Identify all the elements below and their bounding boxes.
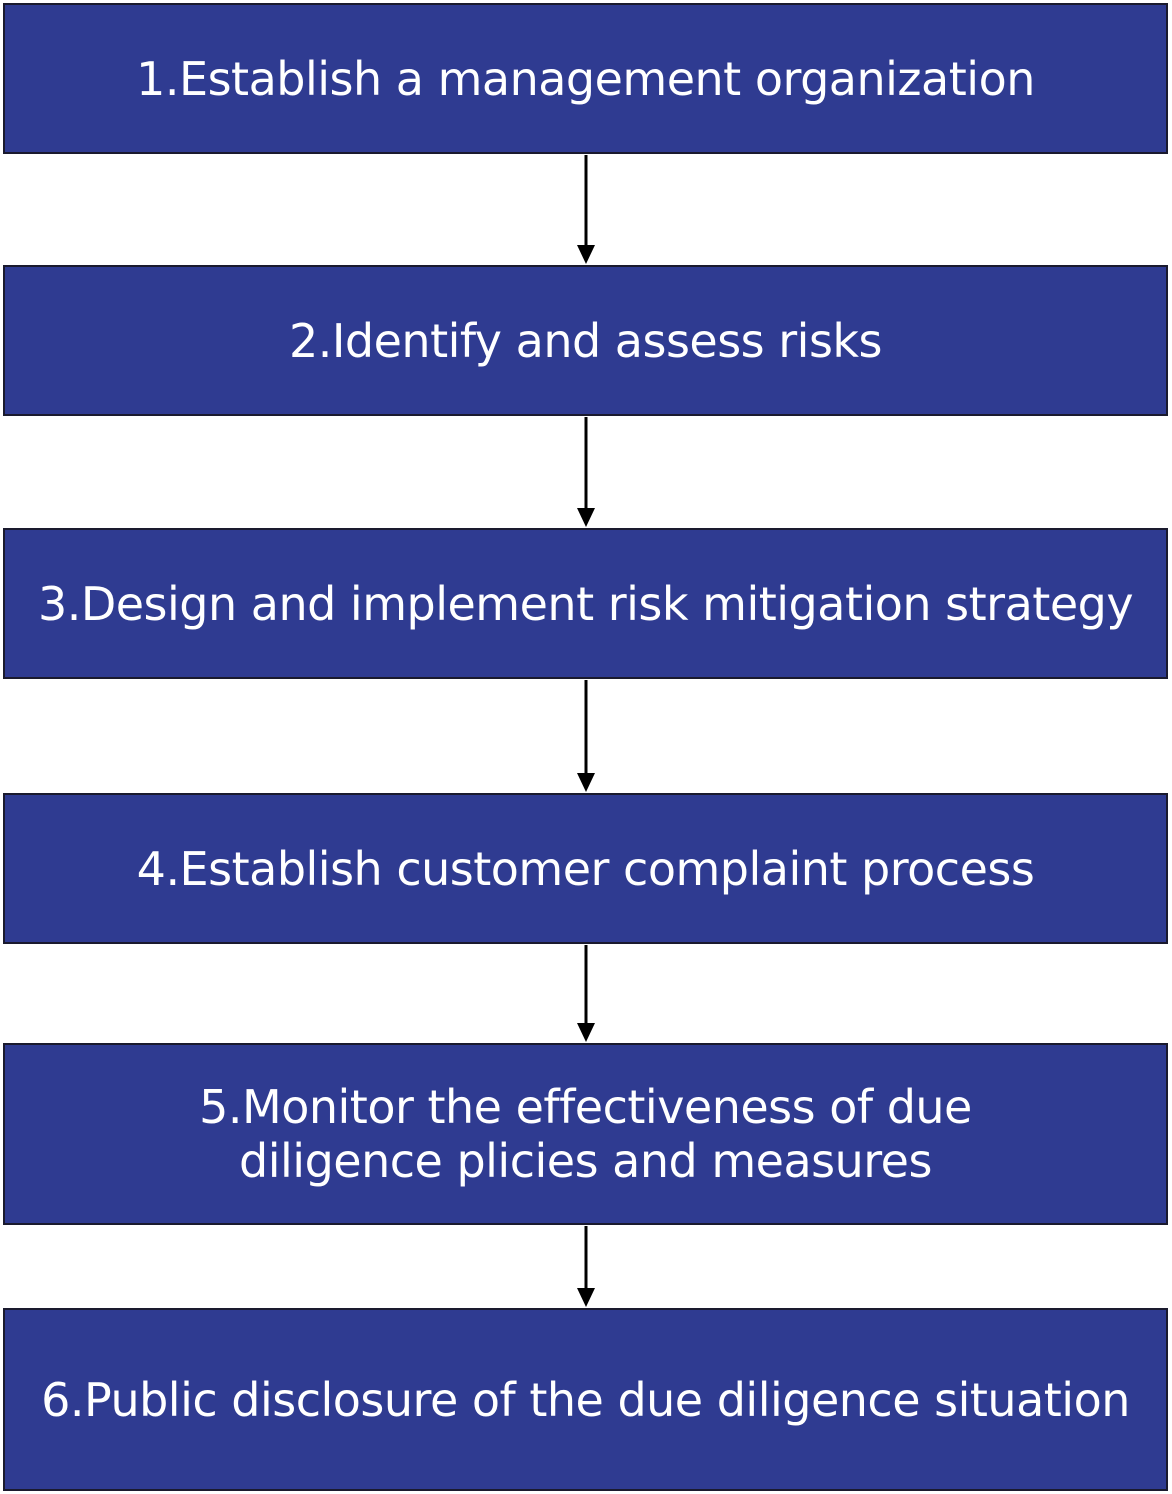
step-4-label: 4.Establish customer complaint process <box>136 841 1035 896</box>
arrow-4-to-5 <box>577 945 595 1042</box>
arrow-5-to-6 <box>577 1226 595 1307</box>
step-1-box: 1.Establish a management organization <box>3 3 1168 154</box>
step-2-label: 2.Identify and assess risks <box>288 313 883 368</box>
step-5-box: 5.Monitor the effectiveness of due dilig… <box>3 1043 1168 1225</box>
step-5-label: 5.Monitor the effectiveness of due dilig… <box>199 1080 972 1188</box>
arrow-1-to-2 <box>577 155 595 264</box>
step-2-box: 2.Identify and assess risks <box>3 265 1168 416</box>
step-1-label: 1.Establish a management organization <box>136 51 1035 106</box>
arrow-2-to-3 <box>577 417 595 527</box>
step-6-label: 6.Public disclosure of the due diligence… <box>41 1372 1130 1427</box>
arrow-3-to-4 <box>577 680 595 792</box>
step-3-box: 3.Design and implement risk mitigation s… <box>3 528 1168 679</box>
step-4-box: 4.Establish customer complaint process <box>3 793 1168 944</box>
step-6-box: 6.Public disclosure of the due diligence… <box>3 1308 1168 1491</box>
step-3-label: 3.Design and implement risk mitigation s… <box>37 576 1134 631</box>
